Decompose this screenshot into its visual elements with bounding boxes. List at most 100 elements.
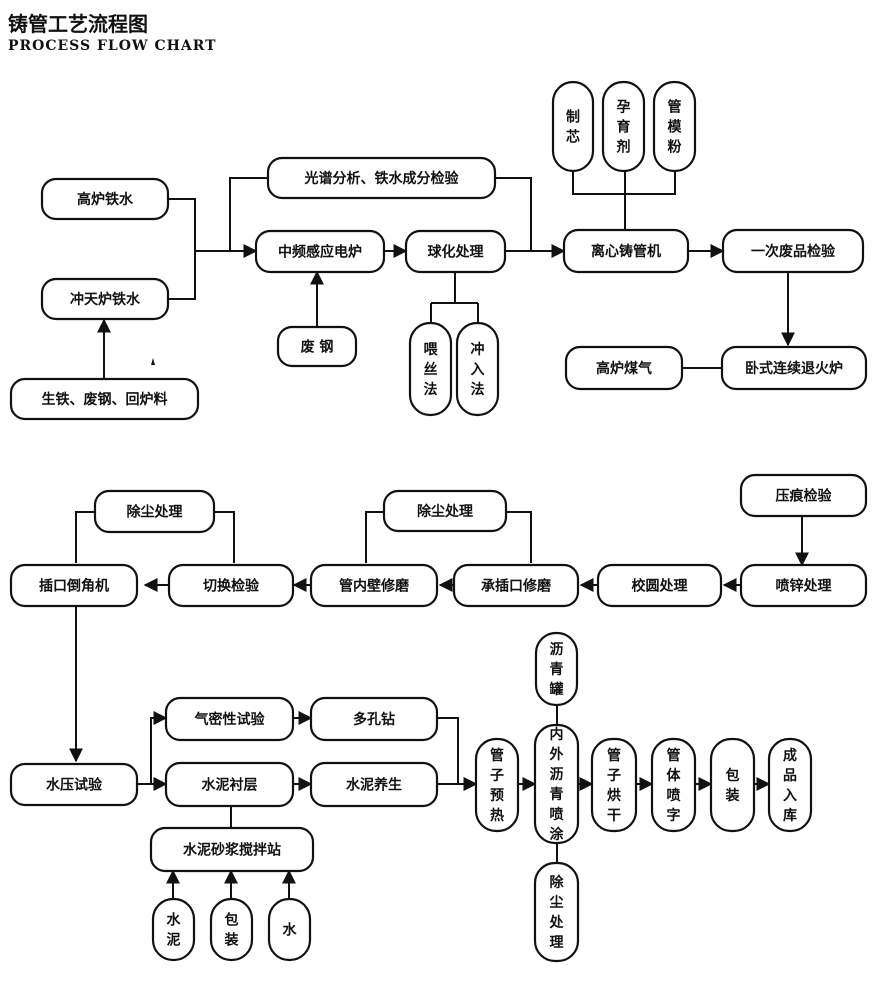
- node-box: [739, 563, 868, 608]
- node-pressure-test: 水压试验: [9, 762, 139, 807]
- node-spectrum: 光谱分析、铁水成分检验: [266, 156, 497, 200]
- node-box: [276, 325, 358, 368]
- node-box: [309, 563, 439, 608]
- node-label-char: 预: [490, 788, 504, 804]
- node-rounding: 校圆处理: [596, 563, 723, 608]
- node-label: 球化处理: [428, 244, 484, 261]
- node-label-char: 包: [726, 767, 740, 784]
- node-label-char: 水: [283, 922, 298, 939]
- node-label-char: 孕: [617, 100, 631, 116]
- node-box: [551, 80, 595, 173]
- node-box: [601, 80, 646, 173]
- node-label: 除尘处理: [417, 503, 473, 520]
- node-label-char: 沥: [550, 642, 564, 658]
- node-spheroid: 球化处理: [404, 229, 507, 274]
- node-label: 压痕检验: [776, 488, 833, 505]
- node-inoculant: 孕育剂: [601, 80, 646, 173]
- node-label-char: 处: [549, 914, 565, 931]
- node-label: 高炉煤气: [596, 360, 652, 377]
- link-spectrum-left: [229, 177, 268, 251]
- link-inputs-centrifugal: [572, 171, 676, 230]
- node-box: [254, 229, 386, 274]
- node-socket-chamfer: 插口倒角机: [9, 563, 139, 608]
- node-box: [590, 737, 638, 833]
- node-wire-feed: 喂丝法: [408, 321, 453, 417]
- node-blast-iron: 高炉铁水: [40, 177, 170, 221]
- node-label-char: 库: [783, 807, 797, 824]
- node-mortar-station: 水泥砂浆搅拌站: [149, 826, 315, 873]
- node-label-char: 法: [424, 381, 438, 398]
- node-box: [266, 156, 497, 200]
- node-label-char: 模: [668, 119, 683, 136]
- node-cut-inspect: 切换检验: [167, 563, 295, 608]
- node-label-char: 法: [471, 381, 485, 398]
- node-label-char: 体: [667, 767, 682, 784]
- node-core: 制芯: [551, 80, 595, 173]
- node-label: 校圆处理: [632, 578, 688, 595]
- node-pour-in: 冲入法: [455, 321, 500, 417]
- node-bag: 包装: [209, 897, 254, 962]
- node-label: 管内壁修磨: [339, 578, 410, 595]
- node-dust2: 除尘处理: [382, 489, 508, 533]
- node-label-char: 水: [167, 912, 182, 929]
- node-first-inspect: 一次废品检验: [721, 228, 865, 274]
- node-box: [93, 489, 216, 534]
- node-label-char: 入: [783, 788, 797, 804]
- node-label-char: 子: [607, 768, 621, 784]
- node-box: [533, 861, 580, 963]
- node-label-char: 涂: [550, 826, 565, 843]
- node-label-char: 管: [667, 747, 681, 764]
- node-label-char: 制: [566, 109, 580, 126]
- node-box: [452, 563, 580, 608]
- node-label-char: 入: [471, 362, 485, 378]
- link-spheroid-methods: [430, 272, 479, 323]
- node-label: 中频感应电炉: [278, 244, 362, 261]
- node-box: [164, 696, 295, 742]
- node-box: [721, 228, 865, 274]
- node-label: 气密性试验: [194, 711, 266, 728]
- node-inner-grind: 管内壁修磨: [309, 563, 439, 608]
- node-label-char: 粉: [668, 139, 682, 156]
- link-blast-merge: [168, 198, 258, 258]
- node-label-char: 冲: [471, 341, 485, 358]
- node-label-char: 青: [550, 786, 564, 803]
- node-box: [650, 737, 697, 833]
- node-label: 切换检验: [203, 578, 260, 595]
- node-water: 水: [267, 897, 312, 962]
- node-label-char: 成: [783, 747, 797, 764]
- node-annealing: 卧式连续退火炉: [720, 345, 868, 391]
- node-box: [534, 631, 579, 707]
- node-label: 插口倒角机: [39, 578, 109, 595]
- node-box: [40, 277, 170, 321]
- node-box: [9, 563, 139, 608]
- chart-subtitle: PROCESS FLOW CHART: [8, 38, 217, 54]
- node-label: 冲天炉铁水: [70, 291, 141, 308]
- node-blast-gas: 高炉煤气: [564, 345, 684, 391]
- node-label: 水泥砂浆搅拌站: [183, 842, 281, 859]
- node-box: [474, 737, 520, 833]
- node-label-char: 外: [550, 746, 564, 763]
- link-drill-preheat: [437, 717, 478, 791]
- node-box: [167, 563, 295, 608]
- node-label-char: 芯: [566, 129, 580, 146]
- node-box: [309, 696, 439, 742]
- node-box: [164, 761, 295, 808]
- node-label: 水压试验: [46, 777, 103, 794]
- node-label-char: 喷: [667, 787, 681, 804]
- node-box: [455, 321, 500, 417]
- node-label: 高炉铁水: [77, 191, 134, 208]
- node-label: 多孔钻: [353, 711, 395, 728]
- node-label: 除尘处理: [127, 504, 183, 521]
- node-pig-iron: 生铁、废钢、回炉料: [9, 377, 200, 421]
- node-label-char: 干: [607, 808, 621, 824]
- node-packing: 包装: [709, 737, 756, 833]
- node-mf-furnace: 中频感应电炉: [254, 229, 386, 274]
- node-drill: 多孔钻: [309, 696, 439, 742]
- node-socket-grind: 承插口修磨: [452, 563, 580, 608]
- node-box: [596, 563, 723, 608]
- node-label-char: 除: [550, 874, 565, 891]
